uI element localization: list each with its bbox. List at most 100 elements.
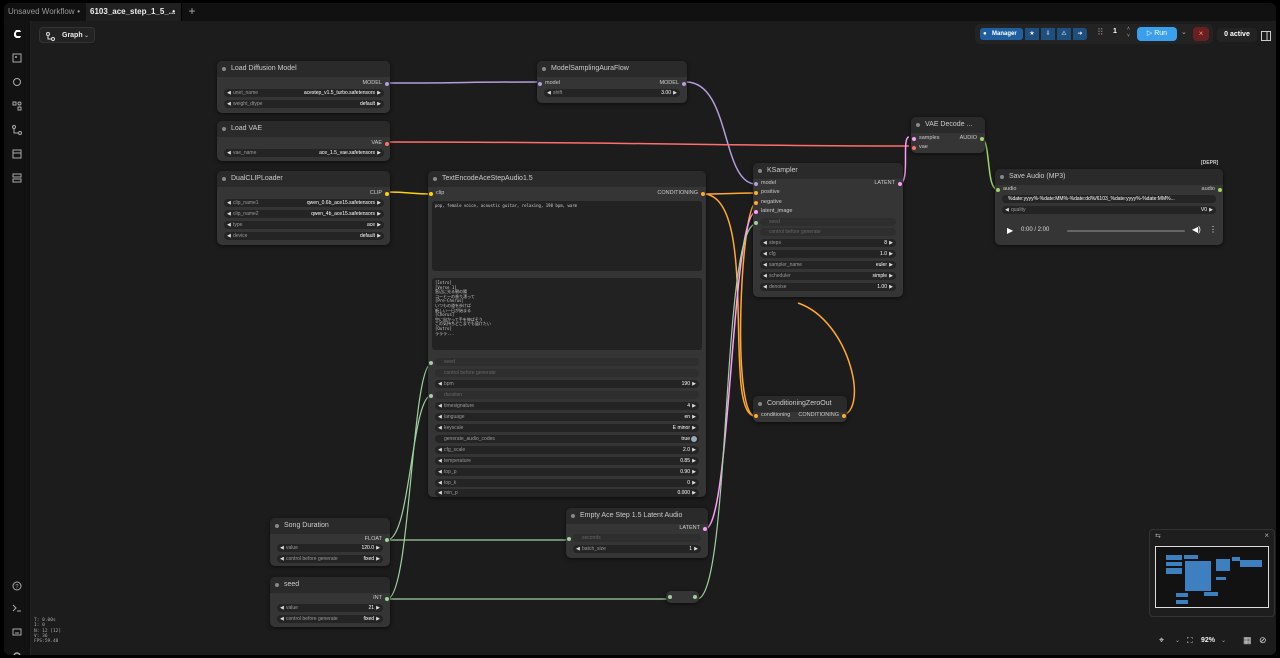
fit-view-icon[interactable]: ⛶ [1187, 636, 1193, 645]
tab-unsaved-workflow[interactable]: Unsaved Workflow • [4, 3, 86, 21]
alert-icon[interactable]: ⚠ [1057, 28, 1071, 40]
help-icon[interactable]: ? [10, 579, 24, 593]
terminal-icon[interactable] [10, 601, 24, 615]
node-empty-ace-step-latent[interactable]: Empty Ace Step 1.5 Latent Audio LATENT s… [566, 508, 708, 558]
stop-button[interactable]: × [1193, 27, 1209, 41]
graph-view-button[interactable]: Graph ⌄ [39, 27, 95, 43]
input-audio[interactable]: audio [995, 186, 1016, 193]
models-icon[interactable] [10, 75, 24, 89]
output-latent[interactable]: LATENT [679, 525, 708, 532]
widget-control-before-generate[interactable]: control before generate [435, 369, 699, 377]
output-conditioning[interactable]: CONDITIONING [657, 190, 706, 197]
queue-count-input[interactable]: 1 [1113, 28, 1117, 35]
play-icon[interactable]: ▶ [1007, 226, 1014, 235]
audio-seek-bar[interactable] [1067, 230, 1185, 232]
chevron-down-icon[interactable]: ⌄ [1221, 638, 1227, 644]
output-model[interactable]: MODEL [362, 80, 390, 87]
comfy-logo-icon[interactable] [10, 27, 24, 41]
images-icon[interactable] [10, 51, 24, 65]
link-visibility-icon[interactable]: ⊘ [1259, 635, 1267, 645]
chevron-down-icon[interactable]: ⌄ [1175, 638, 1181, 644]
manager-button[interactable]: ● Manager [980, 28, 1023, 40]
widget-seed-converted[interactable]: seed [760, 218, 896, 226]
output-latent[interactable]: LATENT [874, 180, 903, 187]
settings-gear-icon[interactable] [10, 649, 24, 655]
output-vae[interactable]: VAE [371, 140, 390, 147]
more-options-icon[interactable]: ⋮ [1209, 225, 1217, 234]
output-int[interactable]: INT [373, 595, 390, 602]
lyrics-textarea[interactable]: [Intro] [Verse 1] 窓辺に光る朝の陽 コーヒーの香り漂って [P… [432, 278, 702, 350]
share-icon[interactable]: ➜ [1073, 28, 1087, 40]
node-vae-decode[interactable]: VAE Decode ... samples vae AUDIO [911, 117, 985, 153]
run-button[interactable]: ▷ Run [1137, 27, 1177, 41]
widget-duration-converted[interactable]: duration [435, 391, 699, 399]
minimap-viewport[interactable] [1155, 546, 1269, 608]
panel-toggle-icon[interactable] [1261, 28, 1273, 42]
volume-icon[interactable]: ◀) [1192, 225, 1201, 234]
reroute-output-dot[interactable] [693, 595, 697, 599]
tags-textarea[interactable]: pop, female voice, acoustic guitar, rela… [432, 201, 702, 271]
keyboard-icon[interactable] [10, 625, 24, 639]
node-save-audio-mp3[interactable]: Save Audio (MP3) audio audio %date:yyyy%… [995, 169, 1223, 245]
run-options-chevron-icon[interactable]: ⌄ [1181, 29, 1187, 36]
node-conditioning-zero-out[interactable]: ConditioningZeroOut conditioning CONDITI… [753, 396, 847, 422]
input-clip[interactable]: clip [428, 190, 444, 197]
queue-icon[interactable] [10, 171, 24, 185]
select-mode-icon[interactable]: ⌖ [1159, 635, 1165, 645]
node-model-sampling-auraflow[interactable]: ModelSamplingAuraFlow model MODEL ◀shift… [537, 61, 687, 103]
node-ksampler[interactable]: KSampler model positive negative latent_… [753, 163, 903, 297]
new-tab-button[interactable]: + [188, 4, 196, 18]
output-audio[interactable]: AUDIO [960, 135, 985, 142]
nodes-icon[interactable] [10, 99, 24, 113]
reroute-node[interactable] [666, 591, 699, 603]
zoom-level[interactable]: 92% [1201, 637, 1216, 644]
widget-control-before-generate[interactable]: control before generate [760, 228, 896, 236]
star-icon[interactable]: ★ [1025, 28, 1039, 40]
widget-seconds-converted[interactable]: seconds [573, 534, 701, 542]
drag-handle-icon[interactable]: ⠿ [1097, 27, 1104, 37]
output-clip[interactable]: CLIP [370, 190, 390, 197]
minimap-close-icon[interactable]: × [1264, 531, 1269, 540]
tab-active-workflow[interactable]: 6103_ace_step_1_5_... • [86, 3, 182, 21]
input-conditioning[interactable]: conditioning [753, 412, 790, 419]
input-vae[interactable]: vae [911, 144, 928, 151]
input-samples[interactable]: samples [911, 135, 939, 142]
minimap-toggle-icon[interactable]: ▦ [1243, 635, 1252, 645]
templates-icon[interactable] [10, 147, 24, 161]
reroute-input-dot[interactable] [668, 595, 672, 599]
workflows-icon[interactable] [10, 123, 24, 137]
widget-seed-converted[interactable]: seed [435, 358, 699, 366]
input-model[interactable]: model [753, 180, 776, 187]
input-model[interactable]: model [537, 80, 560, 87]
widget-filename-prefix[interactable]: %date:yyyy%-%date:MM%-%date:dd%/6103_%da… [1002, 195, 1216, 203]
minimap-settings-icon[interactable]: ⇆ [1155, 533, 1161, 540]
